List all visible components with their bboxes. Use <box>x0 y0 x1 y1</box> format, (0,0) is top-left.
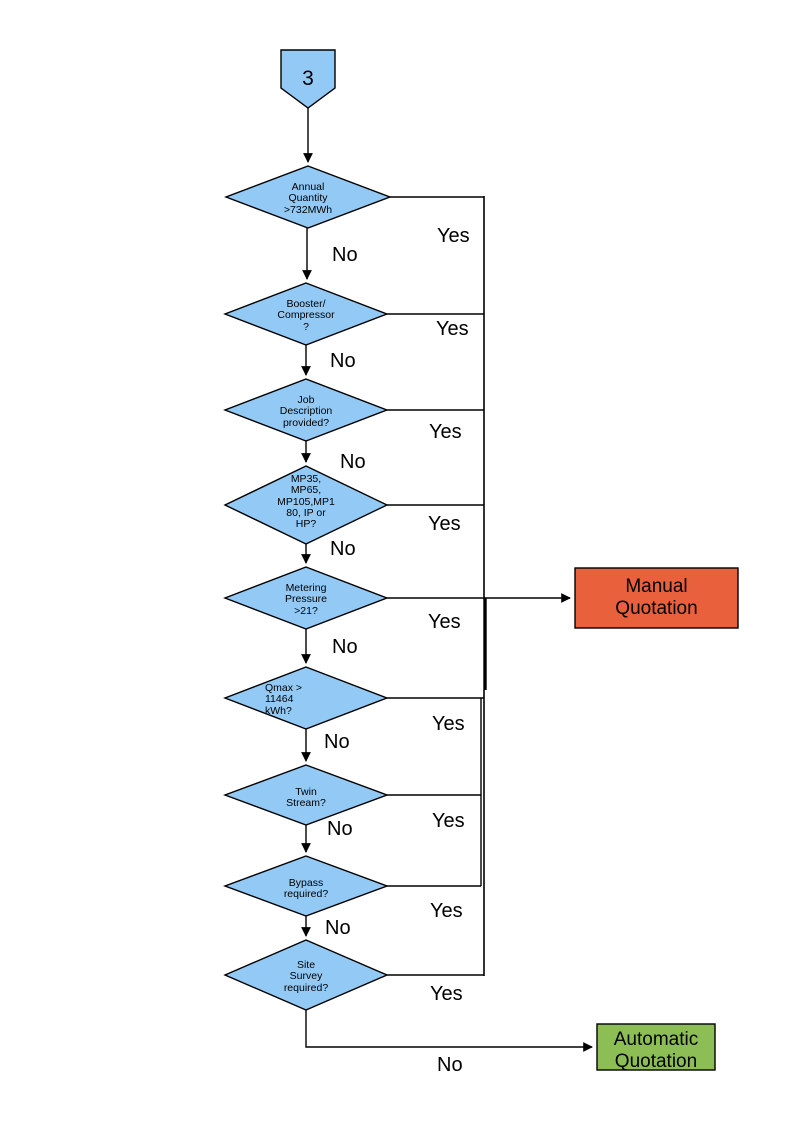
edge-label-yes-booster-compressor: Yes <box>436 318 469 340</box>
edge-label-no-annual-quantity: No <box>332 244 358 266</box>
decision-shape-metering-pressure <box>223 566 389 630</box>
decision-shape-qmax <box>223 666 389 730</box>
decision-shape-bypass <box>222 855 390 917</box>
edge-label-no-qmax: No <box>324 731 350 753</box>
decision-shape-annual-quantity <box>224 165 392 229</box>
edge-label-no-final: No <box>437 1054 463 1076</box>
edge-label-no-booster-compressor: No <box>330 350 356 372</box>
edge-label-yes-job-description: Yes <box>429 421 462 443</box>
edge-label-yes-bypass: Yes <box>430 900 463 922</box>
decision-shape-twin-stream <box>222 764 390 826</box>
decision-shape-site-survey <box>223 939 389 1011</box>
terminal-shape-automatic-quotation <box>596 1023 716 1071</box>
edge-label-no-metering-pressure: No <box>332 636 358 658</box>
edge-label-yes-metering-pressure: Yes <box>428 611 461 633</box>
edge-label-yes-annual-quantity: Yes <box>437 225 470 247</box>
decision-shape-booster-compressor <box>223 282 389 346</box>
edge-label-no-job-description: No <box>340 451 366 473</box>
terminal-shape-manual-quotation <box>574 567 739 629</box>
edge-label-yes-qmax: Yes <box>432 713 465 735</box>
edge-sitesurvey-no-to-automatic <box>305 1010 593 1052</box>
decision-shape-meter-type <box>223 465 389 545</box>
edge-label-yes-meter-type: Yes <box>428 513 461 535</box>
edge-label-yes-twin-stream: Yes <box>432 810 465 832</box>
edge-label-no-bypass: No <box>325 917 351 939</box>
edge-label-yes-site-survey: Yes <box>430 983 463 1005</box>
decision-shape-job-description <box>223 378 389 442</box>
edge-label-no-twin-stream: No <box>327 818 353 840</box>
start-connector-shape <box>280 49 336 109</box>
edge-label-no-meter-type: No <box>330 538 356 560</box>
